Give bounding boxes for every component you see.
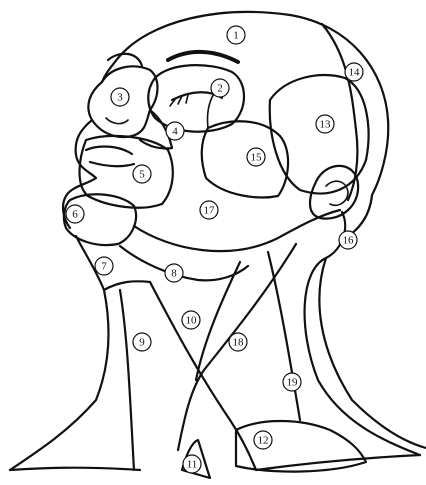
region-label-text: 1 xyxy=(233,30,239,42)
neck-left xyxy=(10,236,108,470)
region-label-text: 2 xyxy=(217,83,223,95)
region-label-12: 12 xyxy=(254,431,272,449)
region-label-text: 18 xyxy=(233,337,245,349)
region-label-7: 7 xyxy=(95,257,113,275)
occiput-line xyxy=(322,24,357,200)
upper-lip xyxy=(86,147,132,154)
region-label-text: 17 xyxy=(204,205,216,217)
region-15-outline xyxy=(202,121,288,197)
region-label-text: 16 xyxy=(343,235,355,247)
collar-left xyxy=(10,468,140,470)
region-label-3: 3 xyxy=(111,88,129,106)
region-label-text: 10 xyxy=(186,315,198,327)
nostril xyxy=(106,118,128,124)
region-label-text: 8 xyxy=(171,268,177,280)
region-label-19: 19 xyxy=(283,373,301,391)
region-label-text: 11 xyxy=(187,459,198,471)
region-label-14: 14 xyxy=(345,63,363,81)
region-label-11: 11 xyxy=(183,455,201,473)
region-7-border xyxy=(104,281,150,290)
trapezius-line xyxy=(319,258,426,448)
region-label-text: 13 xyxy=(320,119,332,131)
scm-line-4 xyxy=(268,252,300,420)
lower-lip xyxy=(90,162,134,166)
region-label-10: 10 xyxy=(182,311,200,329)
region-label-18: 18 xyxy=(229,333,247,351)
region-label-1: 1 xyxy=(227,26,245,44)
region-label-text: 3 xyxy=(117,92,123,104)
neck-right xyxy=(305,212,420,455)
region-label-text: 6 xyxy=(72,209,78,221)
region-label-6: 6 xyxy=(66,205,84,223)
region-label-16: 16 xyxy=(339,231,357,249)
region-label-text: 14 xyxy=(349,67,361,79)
jaw-line xyxy=(134,210,340,251)
region-label-17: 17 xyxy=(200,201,218,219)
region-label-text: 15 xyxy=(251,152,263,164)
region-label-8: 8 xyxy=(165,264,183,282)
region-9-left xyxy=(120,290,134,470)
region-label-9: 9 xyxy=(133,333,151,351)
region-label-5: 5 xyxy=(133,165,151,183)
region-label-text: 19 xyxy=(287,377,299,389)
region-label-text: 5 xyxy=(139,169,145,181)
region-label-2: 2 xyxy=(211,79,229,97)
region-label-text: 9 xyxy=(139,337,145,349)
region-label-4: 4 xyxy=(166,122,184,140)
region-label-13: 13 xyxy=(316,115,334,133)
scm-line-1 xyxy=(150,282,256,470)
region-label-text: 4 xyxy=(172,126,178,138)
eyebrow xyxy=(168,52,238,62)
region-label-15: 15 xyxy=(247,148,265,166)
region-label-text: 7 xyxy=(101,261,107,273)
region-label-text: 12 xyxy=(258,435,269,447)
